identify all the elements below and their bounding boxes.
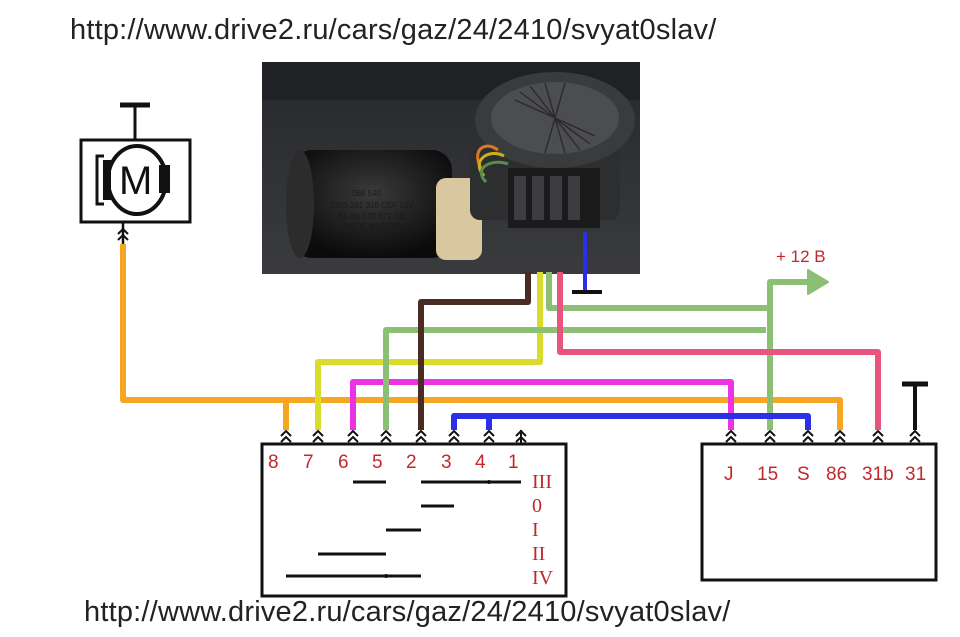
relay-pin-label: 31b [862,464,894,485]
switch-position-label: II [532,543,545,565]
relay-pin-label: 86 [826,464,847,485]
switch-outline [260,442,568,598]
switch-pin-label: 6 [338,452,349,473]
switch-position-label: 0 [532,495,542,517]
switch-pin-3-connector [448,429,460,443]
relay-pin-label: J [724,464,734,485]
switch-position-label: IV [532,567,554,589]
wire-green-supply [767,279,818,430]
relay-pin-J-connector [725,429,737,443]
motor-marking-line1: 068 540 [352,189,381,198]
wire-orange [120,244,843,430]
switch-pin-label: 3 [441,452,452,473]
switch-pin-label: 4 [475,452,486,473]
source-url-bottom[interactable]: http://www.drive2.ru/cars/gaz/24/2410/sv… [84,596,731,628]
switch-pin-2-connector [415,429,427,443]
motor-symbol-letter: M [119,159,152,203]
wire-brown [418,272,531,430]
switch-pin-label: 2 [406,452,417,473]
wire-green-upper [546,272,770,311]
wiper-switch: 8 7 6 5 2 3 4 1 III 0 I II I [260,429,568,598]
switch-pin-7-connector [312,429,324,443]
relay-pin-31-connector [909,429,921,443]
relay-pin-label: S [797,464,810,485]
switch-pin-label: 8 [268,452,279,473]
switch-pin-8-connector [280,429,292,443]
switch-pin-label: 7 [303,452,314,473]
motor-marking-line3: 83 BB 17B 671 CB [338,212,405,221]
motor-marking-text: 068 540 0390 241 310 CEF 12V 83 BB 17B 6… [330,189,421,231]
switch-pin-6-connector [347,429,359,443]
supply-voltage-label: + 12 B [776,247,826,266]
switch-pin-4-connector [483,429,495,443]
relay-pin-31b-connector [872,429,884,443]
motor-photo: 068 540 0390 241 310 CEF 12V 83 BB 17B 6… [262,62,640,274]
supply-arrow [807,269,829,295]
relay-pin-label: 31 [905,464,926,485]
switch-pin-label: 1 [508,452,519,473]
wire-pink [557,272,881,430]
relay-pin-S-connector [802,429,814,443]
wire-yellow [315,272,543,430]
wire-blue [451,413,811,430]
motor-body-photo [292,150,452,258]
wires [120,232,881,430]
motor-marking-line4: MADE IN GERMANY [344,222,421,231]
motor-marking-line2: 0390 241 310 CEF 12V [330,201,414,210]
switch-pin-label: 5 [372,452,383,473]
relay-pin-label: 15 [757,464,778,485]
wiper-relay: J 15 S 86 31b 31 [700,381,938,582]
source-url-top[interactable]: http://www.drive2.ru/cars/gaz/24/2410/sv… [70,14,717,46]
relay-outline [700,442,938,582]
switch-pin-5-connector [380,429,392,443]
wire-green-lower [383,327,766,430]
relay-pin-86-connector [834,429,846,443]
wire-magenta [350,379,734,430]
motor-symbol: M [79,102,192,244]
relay-pin-15-connector [764,429,776,443]
switch-position-label: III [532,471,552,493]
switch-position-label: I [532,519,539,541]
